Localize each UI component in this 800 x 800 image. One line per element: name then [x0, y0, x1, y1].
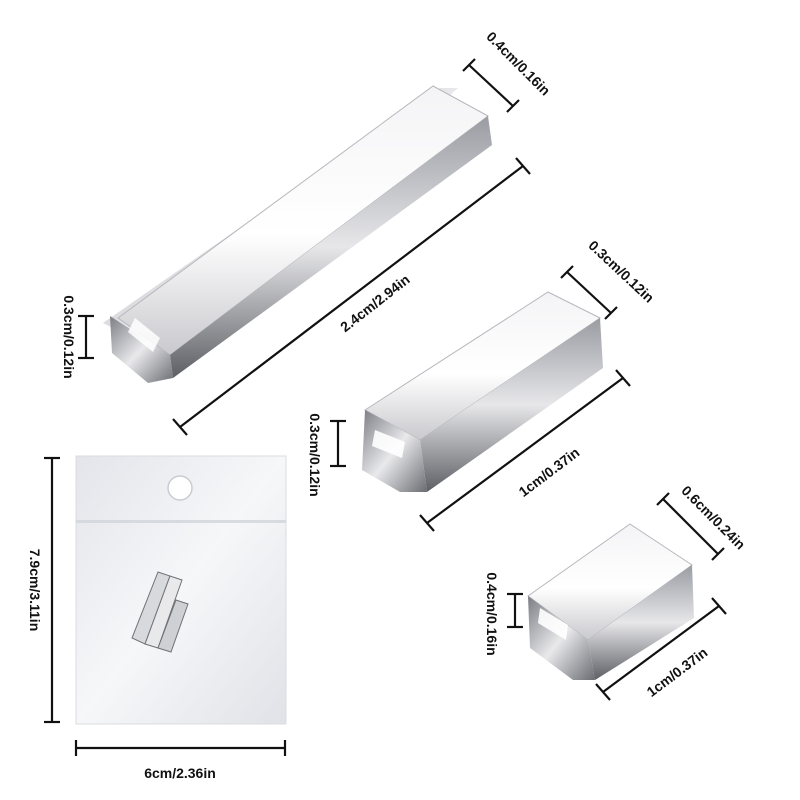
bagged-magnets [131, 571, 189, 653]
zip-bag [75, 455, 287, 725]
long-bar-height-label: 0.3cm/0.12in [61, 295, 77, 378]
mid-magnet-bar [362, 291, 603, 492]
bag-height-label: 7.9cm/3.11in [27, 549, 43, 632]
long-magnet-bar [103, 85, 492, 383]
bag-hang-hole [167, 475, 193, 501]
small-block-height-label: 0.4cm/0.16in [484, 572, 500, 655]
dimension-lines [44, 58, 727, 756]
small-magnet-block [527, 523, 694, 680]
bag-width-label: 6cm/2.36in [144, 765, 216, 781]
mid-bar-height-label: 0.3cm/0.12in [307, 413, 323, 496]
